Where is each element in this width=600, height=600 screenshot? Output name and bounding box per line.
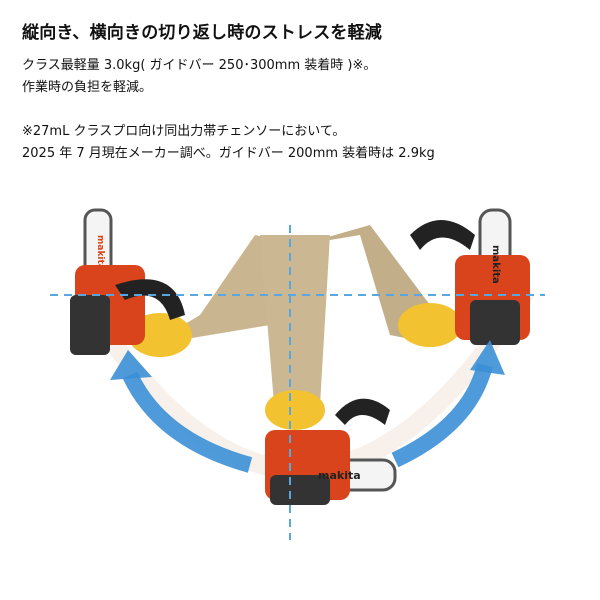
chainsaw-illustration: makita makita makita	[50, 208, 545, 540]
arrow-right-head	[470, 340, 505, 375]
footnote-line-2: 2025 年 7 月現在メーカー調べ。ガイドバー 200mm 装着時は 2.9k…	[22, 146, 435, 161]
glove-right	[398, 303, 462, 347]
arrow-right-curved-icon	[391, 362, 493, 468]
headline: 縦向き、横向きの切り返し時のストレスを軽減	[22, 23, 383, 43]
arm-center	[260, 235, 330, 415]
arrow-left-head	[110, 350, 152, 380]
chainsaw-right-icon: makita	[410, 208, 530, 345]
arrow-left-curved-icon	[122, 371, 253, 473]
brand-left: makita	[95, 235, 105, 270]
brand-center: makita	[318, 469, 361, 482]
footnote-line-1: ※27mL クラスプロ向け同出力帯チェンソーにおいて。	[22, 124, 346, 139]
chainsaw-left-icon: makita	[70, 208, 185, 355]
burden-line: 作業時の負担を軽減。	[22, 80, 153, 95]
brand-right: makita	[490, 245, 501, 284]
description-text: 縦向き、横向きの切り返し時のストレスを軽減 クラス最軽量 3.0kg( ガイドバ…	[22, 18, 582, 165]
chainsaw-center-icon: makita	[265, 398, 397, 505]
weight-line: クラス最軽量 3.0kg( ガイドバー 250･300mm 装着時 )※。	[22, 58, 377, 73]
glove-center	[265, 390, 325, 430]
